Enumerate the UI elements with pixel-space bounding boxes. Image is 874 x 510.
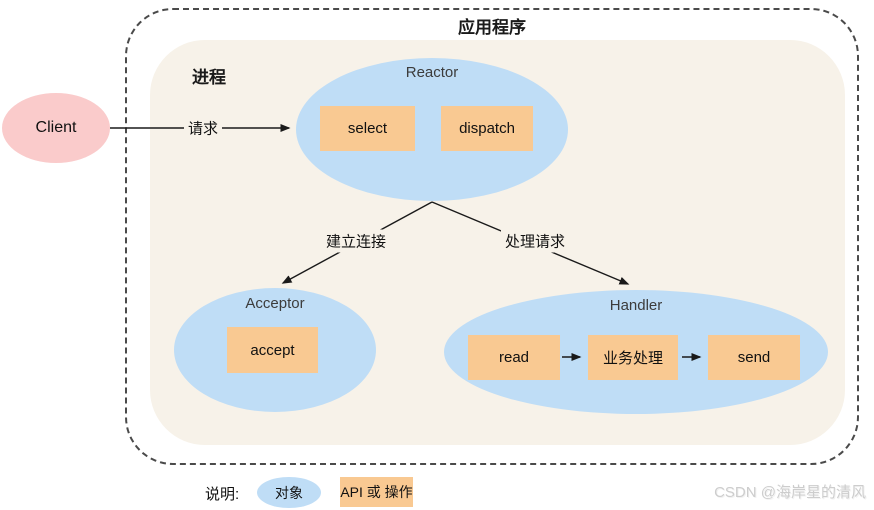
reactor-box-select: select bbox=[320, 106, 415, 151]
edge-label-establish-connection: 建立连接 bbox=[321, 229, 391, 253]
process-label: 进程 bbox=[192, 68, 226, 87]
acceptor-ellipse: Acceptor bbox=[174, 288, 376, 412]
handler-box-send: send bbox=[708, 335, 800, 380]
handler-box-read: read bbox=[468, 335, 560, 380]
legend-object-ellipse: 对象 bbox=[257, 477, 321, 508]
acceptor-title: Acceptor bbox=[245, 295, 305, 312]
application-boundary bbox=[125, 8, 859, 465]
application-title: 应用程序 bbox=[458, 18, 526, 37]
legend-caption: 说明: bbox=[205, 486, 240, 503]
handler-box-business-processing: 业务处理 bbox=[588, 335, 678, 380]
client-label: Client bbox=[35, 119, 77, 136]
reactor-title: Reactor bbox=[405, 64, 459, 81]
client-ellipse: Client bbox=[2, 93, 110, 163]
edge-label-request: 请求 bbox=[183, 116, 223, 140]
legend-api-box: API 或 操作 bbox=[340, 477, 413, 507]
edge-label-handle-request: 处理请求 bbox=[500, 229, 570, 253]
reactor-box-dispatch: dispatch bbox=[441, 106, 533, 151]
legend-object-label: 对象 bbox=[275, 484, 303, 501]
handler-title: Handler bbox=[609, 297, 663, 314]
legend-api-label: API 或 操作 bbox=[340, 484, 413, 500]
acceptor-box-accept: accept bbox=[227, 327, 318, 373]
csdn-watermark: CSDN @海岸星的清风 bbox=[714, 484, 866, 501]
